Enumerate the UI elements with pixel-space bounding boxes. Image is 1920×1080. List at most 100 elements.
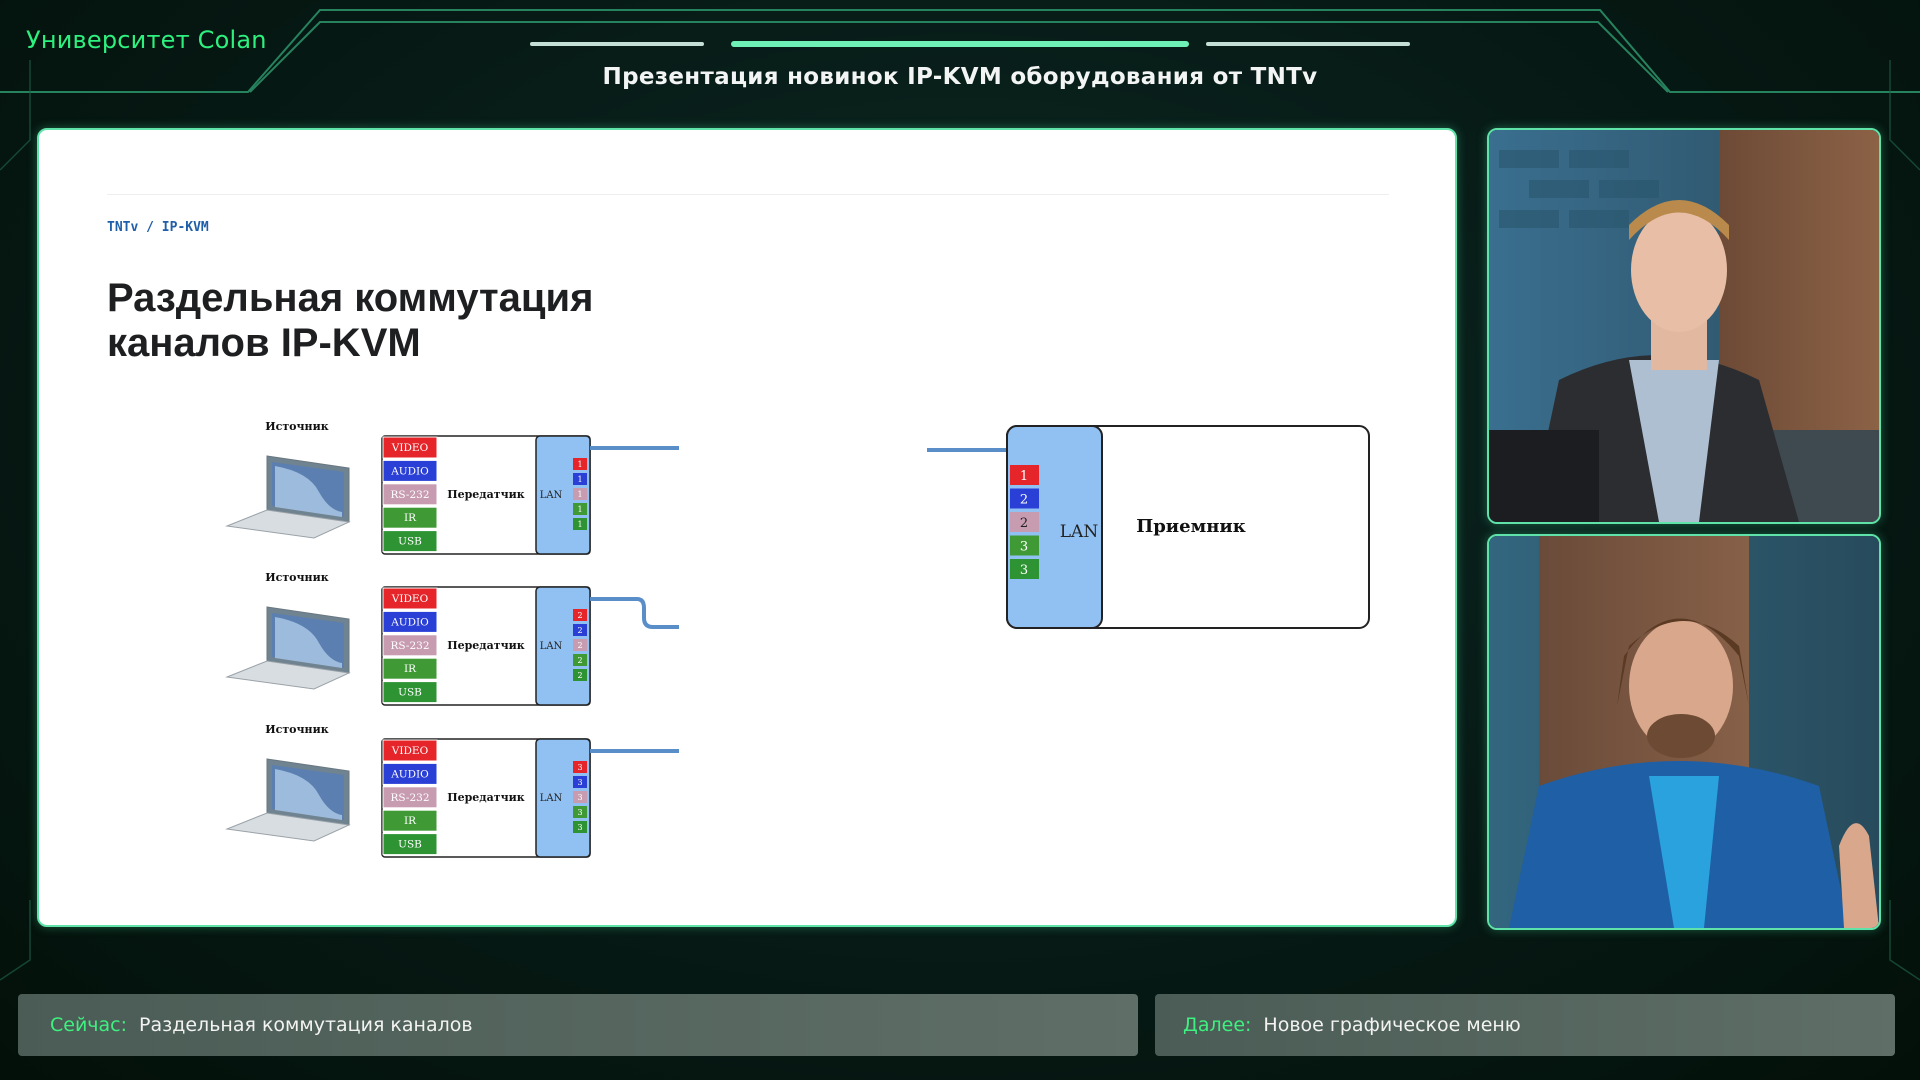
port-video — [382, 739, 438, 762]
now-playing-bar: Сейчас: Раздельная коммутация каналов — [18, 994, 1138, 1056]
presenter-video-top — [1489, 130, 1879, 522]
port-ir — [382, 506, 438, 529]
tx-slot-label: 2 — [577, 626, 582, 635]
slide-divider — [107, 194, 1389, 195]
port-label: AUDIO — [390, 465, 429, 477]
port-label: IR — [404, 815, 417, 827]
port-rs-232 — [382, 483, 438, 506]
port-label: IR — [404, 512, 417, 524]
port-audio — [382, 459, 438, 482]
up-next-bar: Далее: Новое графическое меню — [1155, 994, 1895, 1056]
next-label: Далее: — [1183, 1014, 1252, 1036]
laptop-screen-wave — [275, 466, 342, 517]
tx-slot-label: 2 — [577, 656, 582, 665]
port-label: AUDIO — [390, 768, 429, 780]
port-label: USB — [398, 839, 422, 851]
laptop-base — [225, 660, 351, 690]
ip-kvm-diagram: ИсточникПередатчикVIDEOAUDIORS-232IRUSBL… — [225, 420, 1370, 858]
tx-slot — [573, 639, 587, 651]
tx-lan-label: LAN — [540, 490, 563, 501]
rx-slot-label: 3 — [1020, 540, 1028, 555]
tx-slot-label: 2 — [577, 641, 582, 650]
tx-slot — [573, 776, 587, 788]
port-label: IR — [404, 663, 417, 675]
laptop-screen-wave — [275, 769, 342, 820]
cable-2 — [590, 597, 679, 629]
transmitter-label: Передатчик — [447, 488, 525, 501]
laptop-base — [225, 509, 351, 539]
tx-slot-label: 3 — [577, 778, 582, 787]
port-audio — [382, 610, 438, 633]
rx-slot — [1010, 512, 1039, 532]
tx-slot-label: 1 — [577, 475, 582, 484]
laptop-base — [225, 812, 351, 842]
brand-logo-text: Университет Colan — [26, 26, 267, 54]
rx-slot-label: 2 — [1020, 493, 1028, 508]
port-video — [382, 436, 438, 459]
tx-slot-label: 3 — [577, 808, 582, 817]
rx-slot-label: 1 — [1020, 469, 1028, 484]
tx-slot — [573, 669, 587, 681]
port-label: VIDEO — [391, 745, 429, 757]
receiver-label: Приемник — [1136, 516, 1246, 537]
source-label: Источник — [265, 571, 329, 584]
port-rs-232 — [382, 634, 438, 657]
now-text: Раздельная коммутация каналов — [139, 1014, 473, 1036]
tx-slot — [573, 503, 587, 515]
rx-slot-label: 2 — [1020, 516, 1028, 531]
tx-slot-label: 1 — [577, 520, 582, 529]
slide-title-line2: каналов IP-KVM — [107, 321, 421, 365]
port-label: VIDEO — [391, 442, 429, 454]
tx-slot — [573, 518, 587, 530]
now-label: Сейчас: — [50, 1014, 128, 1036]
tx-slot-label: 2 — [577, 671, 582, 680]
port-audio — [382, 762, 438, 785]
port-ir — [382, 657, 438, 680]
port-label: AUDIO — [390, 616, 429, 628]
tx-slot — [573, 654, 587, 666]
tx-slot — [573, 806, 587, 818]
tx-slot-label: 3 — [577, 793, 582, 802]
tx-slot — [573, 473, 587, 485]
camera-feed-top — [1487, 128, 1881, 524]
next-text: Новое графическое меню — [1263, 1014, 1521, 1036]
transmitter-label: Передатчик — [447, 639, 525, 652]
tx-slot — [573, 488, 587, 500]
tx-slot-label: 2 — [577, 611, 582, 620]
tx-slot — [573, 624, 587, 636]
rx-slot — [1010, 535, 1039, 556]
port-label: USB — [398, 687, 422, 699]
rx-slot — [1010, 488, 1039, 509]
presentation-slide: TNTv / IP-KVM Раздельная коммутация кана… — [37, 128, 1457, 927]
rx-slot-label: 3 — [1020, 563, 1028, 578]
breadcrumb: TNTv / IP-KVM — [107, 220, 209, 235]
camera-feed-bottom — [1487, 534, 1881, 930]
tx-slot — [573, 791, 587, 803]
port-ir — [382, 809, 438, 832]
transmitter-label: Передатчик — [447, 791, 525, 804]
port-label: USB — [398, 536, 422, 548]
laptop-screen-wave — [275, 617, 342, 668]
tx-slot-label: 3 — [577, 823, 582, 832]
port-usb — [382, 681, 438, 704]
tx-slot-label: 1 — [577, 460, 582, 469]
presenter-video-bottom — [1489, 536, 1879, 928]
port-label: VIDEO — [391, 593, 429, 605]
port-label: RS-232 — [390, 640, 429, 652]
tx-lan-label: LAN — [540, 641, 563, 652]
port-usb — [382, 833, 438, 856]
slide-title: Раздельная коммутация каналов IP-KVM — [107, 276, 593, 366]
tx-slot-label: 1 — [577, 505, 582, 514]
source-label: Источник — [265, 723, 329, 736]
port-label: RS-232 — [390, 792, 429, 804]
tx-lan-label: LAN — [540, 793, 563, 804]
tx-slot-label: 1 — [577, 490, 582, 499]
slide-title-line1: Раздельная коммутация — [107, 276, 594, 320]
tx-slot — [573, 821, 587, 833]
rx-lan-label: LAN — [1060, 522, 1099, 542]
tx-slot-label: 3 — [577, 763, 582, 772]
rx-slot — [1010, 465, 1039, 485]
event-title: Презентация новинок IP-KVM оборудования … — [602, 64, 1318, 90]
port-label: RS-232 — [390, 489, 429, 501]
tx-slot — [573, 609, 587, 621]
